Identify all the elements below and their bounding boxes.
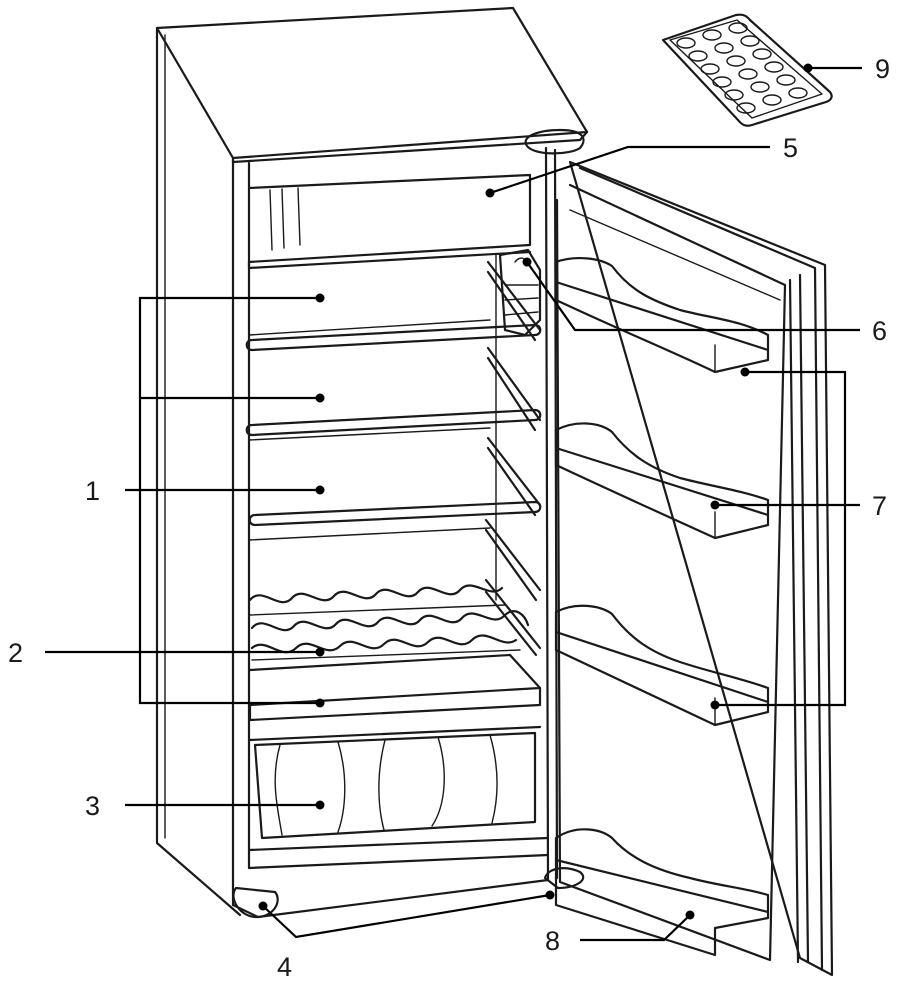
glass-shelves (245, 319, 542, 541)
fridge-door (555, 160, 834, 977)
callout-label-4: 4 (277, 952, 292, 982)
callout-leader-4 (258, 890, 555, 939)
crisper-drawer (248, 653, 542, 840)
callout-label-2: 2 (8, 638, 23, 668)
callout-leader-3 (125, 800, 325, 810)
callout-labels: 1 2 3 4 5 6 7 8 9 (8, 54, 890, 982)
callout-leader-8 (580, 910, 695, 942)
callout-leader-5 (485, 145, 770, 198)
callout-leader-9 (803, 63, 862, 73)
callout-label-8: 8 (545, 926, 560, 956)
callout-leader-6 (522, 257, 860, 332)
callout-label-9: 9 (875, 54, 890, 84)
shelf-rails (484, 254, 542, 657)
callout-label-7: 7 (872, 491, 887, 521)
callout-leader-1 (125, 293, 325, 708)
door-bins (554, 256, 770, 957)
callout-label-3: 3 (85, 791, 100, 821)
ice-tray (661, 13, 833, 127)
callout-leaders (45, 63, 862, 942)
callout-label-1: 1 (85, 476, 100, 506)
thermostat-light (498, 248, 542, 337)
callout-label-6: 6 (872, 316, 887, 346)
freezer-compartment (247, 173, 532, 270)
callout-label-5: 5 (783, 133, 798, 163)
callout-leader-7 (710, 367, 860, 710)
bottle-rack (248, 584, 530, 661)
fridge-cabinet (155, 6, 589, 919)
callout-leader-2 (45, 647, 325, 657)
